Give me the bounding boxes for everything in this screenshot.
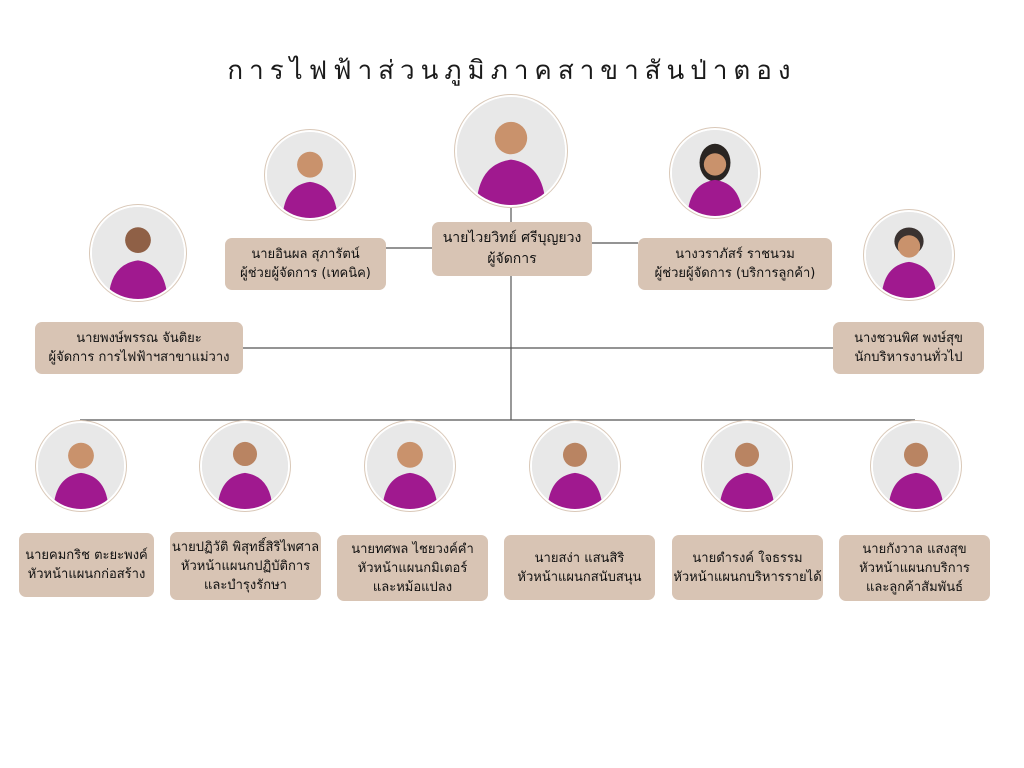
asst-cust-name: นางวราภัสร์ ราชนวม <box>675 247 795 262</box>
head-role-5: หัวหน้าแผนกบริหารรายได้ <box>673 569 822 585</box>
branch-mgr-photo <box>92 207 184 299</box>
head-photo-6 <box>873 423 959 509</box>
head-role-3: หัวหน้าแผนกมิเตอร์ <box>357 560 468 576</box>
general-admin-box: นางชวนพิศ พงษ์สุข นักบริหารงานทั่วไป <box>833 322 984 374</box>
head-box-6: นายกังวาล แสงสุข หัวหน้าแผนกบริการ และลู… <box>839 535 990 601</box>
head-box-1: นายคมกริช ตะยะพงค์ หัวหน้าแผนกก่อสร้าง <box>19 533 154 597</box>
head-photo-4 <box>532 423 618 509</box>
branch-mgr-role: ผู้จัดการ การไฟฟ้าฯสาขาแม่วาง <box>48 350 230 365</box>
general-admin-photo <box>866 212 952 298</box>
manager-name: นายไวยวิทย์ ศรีบุญยวง <box>442 230 582 246</box>
head-role-4: หัวหน้าแผนกสนับสนุน <box>517 569 642 585</box>
head-name-4: นายสง่า แสนสิริ <box>534 550 625 566</box>
head-role-1: หัวหน้าแผนกก่อสร้าง <box>27 567 146 582</box>
manager-role: ผู้จัดการ <box>487 251 537 267</box>
head-role-6: หัวหน้าแผนกบริการ <box>859 560 970 576</box>
head-role2-6: และลูกค้าสัมพันธ์ <box>865 579 964 595</box>
asst-cust-box: นางวราภัสร์ ราชนวม ผู้ช่วยผู้จัดการ (บริ… <box>638 238 832 290</box>
manager-box: นายไวยวิทย์ ศรีบุญยวง ผู้จัดการ <box>432 222 592 276</box>
branch-mgr-box: นายพงษ์พรรณ จันติยะ ผู้จัดการ การไฟฟ้าฯส… <box>35 322 243 374</box>
general-admin-role: นักบริหารงานทั่วไป <box>854 350 963 365</box>
head-photo-5 <box>704 423 790 509</box>
head-name-5: นายดำรงค์ ใจธรรม <box>692 550 803 566</box>
head-role2-2: และบำรุงรักษา <box>204 577 287 593</box>
head-box-3: นายทศพล ไชยวงค์คำ หัวหน้าแผนกมิเตอร์ และ… <box>337 535 488 601</box>
head-box-2: นายปฏิวัติ พิสุทธิ์สิริไพศาล หัวหน้าแผนก… <box>170 532 321 600</box>
manager-photo <box>457 97 565 205</box>
head-role2-3: และหม้อแปลง <box>372 579 453 595</box>
asst-tech-box: นายอินผล สุภารัตน์ ผู้ช่วยผู้จัดการ (เทค… <box>225 238 386 290</box>
head-name-3: นายทศพล ไชยวงค์คำ <box>351 541 474 557</box>
asst-tech-photo <box>267 132 353 218</box>
branch-mgr-name: นายพงษ์พรรณ จันติยะ <box>76 331 202 346</box>
head-box-4: นายสง่า แสนสิริ หัวหน้าแผนกสนับสนุน <box>504 535 655 600</box>
head-name-6: นายกังวาล แสงสุข <box>862 541 967 557</box>
head-photo-1 <box>38 423 124 509</box>
head-role-2: หัวหน้าแผนกปฏิบัติการ <box>180 558 311 574</box>
head-name-1: นายคมกริช ตะยะพงค์ <box>25 548 148 563</box>
head-photo-3 <box>367 423 453 509</box>
asst-tech-role: ผู้ช่วยผู้จัดการ (เทคนิค) <box>240 266 371 281</box>
head-box-5: นายดำรงค์ ใจธรรม หัวหน้าแผนกบริหารรายได้ <box>672 535 823 600</box>
head-photo-2 <box>202 423 288 509</box>
page-title: การไฟฟ้าส่วนภูมิภาคสาขาสันป่าตอง <box>227 56 797 86</box>
general-admin-name: นางชวนพิศ พงษ์สุข <box>854 331 963 346</box>
asst-cust-role: ผู้ช่วยผู้จัดการ (บริการลูกค้า) <box>654 266 816 281</box>
asst-tech-name: นายอินผล สุภารัตน์ <box>251 247 360 262</box>
head-name-2: นายปฏิวัติ พิสุทธิ์สิริไพศาล <box>171 539 320 555</box>
asst-cust-photo <box>672 130 758 216</box>
